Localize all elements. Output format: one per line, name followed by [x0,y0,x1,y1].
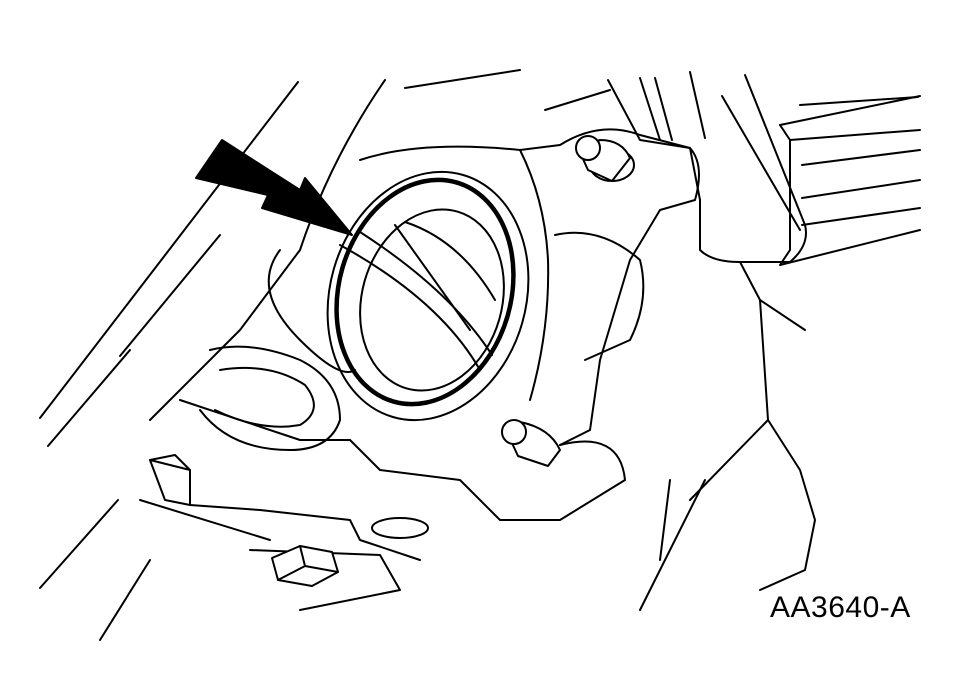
background-edges [39,69,521,641]
upper-dowel-pin [575,135,635,182]
oval-slot [371,517,429,539]
left-boss [139,249,421,561]
housing-right [607,71,816,611]
seal-opening [326,170,530,422]
bracket-upper-right [779,95,921,266]
figure-id-label: AA3640-A [770,591,911,624]
hex-bolt [249,545,401,611]
flange-body [349,89,700,521]
pointer-arrow [195,139,353,236]
lower-dowel-pin [501,419,561,467]
